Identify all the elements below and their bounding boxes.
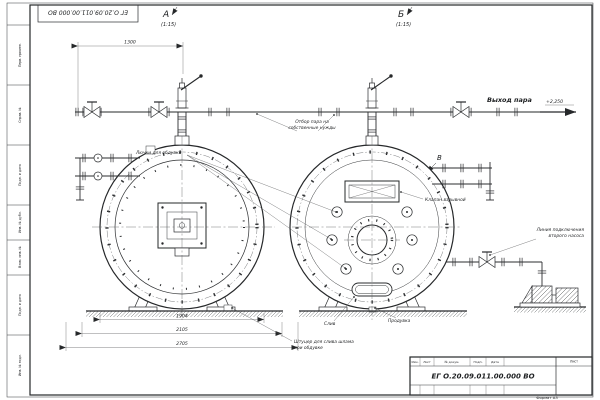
frame-label: Справ. №: [18, 107, 22, 123]
view-b-scale: (1:15): [396, 22, 411, 28]
lifting-lug: [145, 145, 156, 155]
steam-header-pipe: [75, 73, 576, 136]
frame-label: Подп. и дата: [18, 164, 22, 186]
callout-steam-out: Выход пара: [487, 96, 532, 104]
vessel-b-riser: [367, 112, 377, 136]
pump-line-valve: [478, 251, 496, 269]
view-v-label: В: [437, 154, 442, 162]
title-col-data: Дата: [491, 360, 499, 364]
pump-motor: [555, 287, 579, 304]
title-col-izm: Изм.: [411, 360, 418, 364]
callout-pump-line: второго насоса: [549, 234, 585, 239]
left-side-piping: [75, 153, 140, 201]
callout-sludge: при обдувке: [294, 345, 323, 351]
view-a-scale: (1:15): [161, 22, 176, 28]
title-col-doc: № докум.: [445, 360, 460, 364]
frame-label: Инв. № подл.: [18, 354, 22, 376]
dimension-2105: 2105: [176, 327, 188, 333]
callout-explosion-valve: Клапан взрывной: [425, 197, 466, 203]
dimensions: 1300 1904 2105 2705: [59, 40, 299, 351]
title-sheet-label: Лист: [570, 360, 578, 364]
callout-pump-line: Линия подключения: [536, 227, 585, 233]
dimension-2705: 2705: [176, 341, 188, 347]
view-a-label: А: [162, 10, 169, 20]
boiler-front-view-b: [289, 135, 462, 320]
drawing-frame: Перв. примен. Справ. № Подп. и дата Инв.…: [6, 2, 594, 398]
left-margin-boxes: Перв. примен. Справ. № Подп. и дата Инв.…: [7, 24, 30, 376]
blowoff-hatches: [326, 206, 418, 275]
title-col-podp: Подп.: [473, 360, 482, 364]
view-b-label: Б: [398, 10, 404, 20]
dimension-1300: 1300: [124, 40, 136, 46]
feed-pump-line: [446, 251, 581, 308]
callout-elevation: +2,250: [546, 99, 563, 105]
frame-label: Перв. примен.: [18, 43, 22, 67]
gate-valve: [452, 101, 470, 119]
rotated-designation-stamp: ЕГ О.20.09.011.00.000 ВО: [37, 4, 139, 23]
right-side-piping: [432, 162, 495, 201]
callout-hatches: Лючки для обдувки: [135, 150, 182, 156]
callouts: Выход пара +2,250 Отбор пара на собствен…: [135, 96, 584, 351]
callout-own-needs: собственные нужды: [288, 125, 336, 131]
callout-own-needs: Отбор пара на: [295, 119, 329, 125]
section-a-arrow-icon: [171, 6, 178, 16]
frame-label: Инв. № дубл.: [18, 211, 22, 233]
boiler-front-view-a: [92, 135, 275, 320]
frame-label: Подп. и дата: [18, 294, 22, 316]
pump-base: [519, 302, 581, 308]
format-label: Формат А3: [536, 395, 558, 400]
title-col-list: Лист: [423, 360, 431, 364]
sludge-fitting: [223, 304, 233, 312]
feed-pump: [519, 284, 581, 308]
rotated-designation: ЕГ О.20.09.011.00.000 ВО: [48, 9, 128, 16]
safety-valve-right: [364, 73, 394, 109]
dimension-diameter: 1904: [176, 314, 188, 320]
callout-drain: Слив: [324, 321, 336, 327]
frame-label: Взам. инв. №: [18, 246, 22, 268]
section-b-arrow-icon: [406, 6, 413, 16]
gate-valve: [150, 101, 168, 119]
inner-bolt-ring: [119, 164, 245, 290]
callout-sludge: Штуцер для слива шлама: [294, 339, 354, 345]
callout-blowdown: Продувка: [388, 318, 411, 324]
safety-valve-left: [174, 73, 204, 109]
title-block: Изм. Лист № докум. Подп. Дата ЕГ О.20.09…: [409, 356, 593, 400]
vessel-a-riser: [177, 112, 187, 136]
title-designation: ЕГ О.20.09.011.00.000 ВО: [431, 373, 534, 381]
gate-valve: [83, 101, 101, 119]
